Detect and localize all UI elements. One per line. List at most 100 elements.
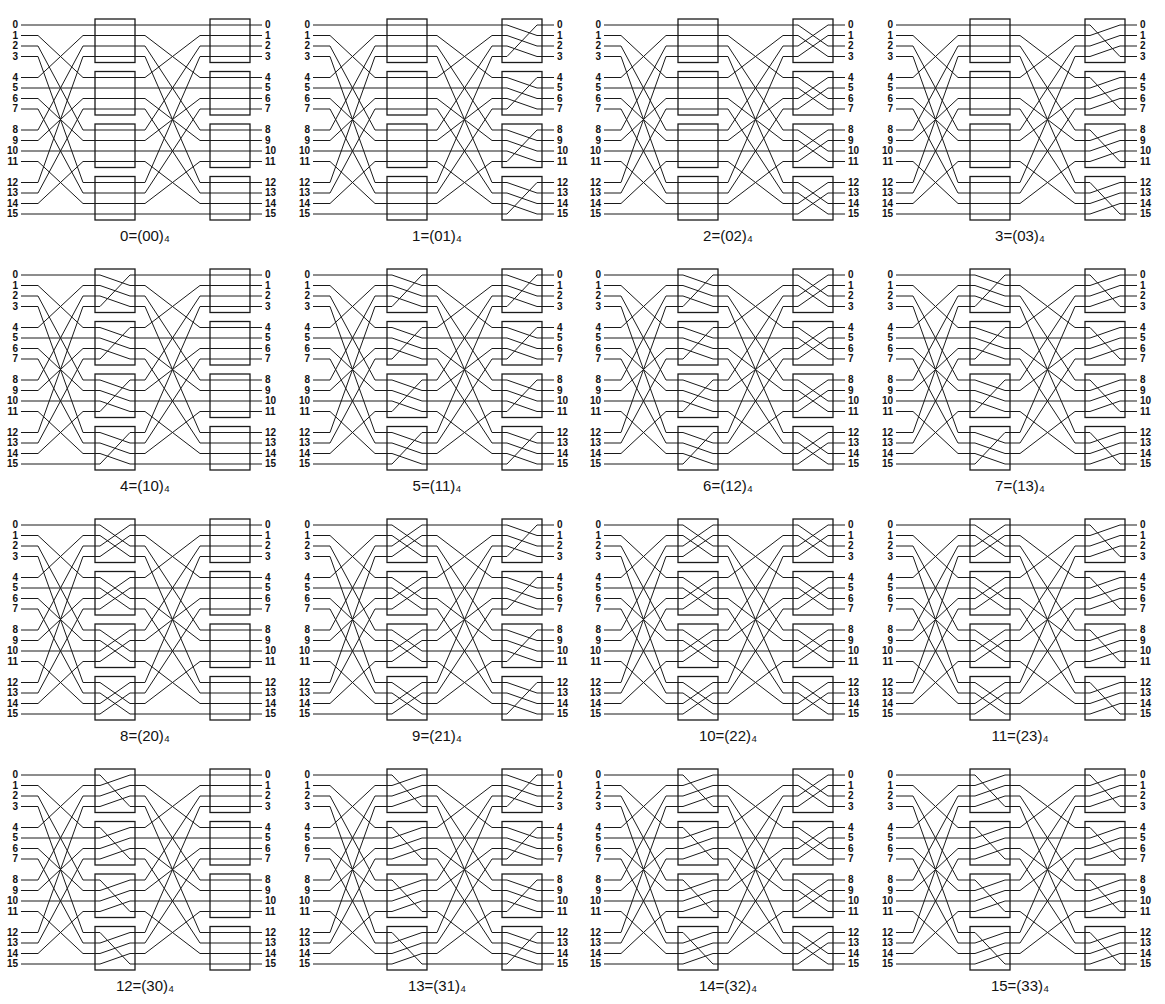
wire (1125, 838, 1137, 839)
port-number: 8 (2, 125, 18, 135)
wire (970, 828, 1010, 860)
switch-box (387, 677, 427, 721)
wire (135, 557, 210, 683)
port-number: 15 (294, 459, 310, 469)
wire (427, 912, 502, 954)
wire (970, 828, 1010, 839)
wire (210, 151, 250, 152)
port-number: 6 (848, 594, 864, 604)
switch-box (678, 427, 718, 471)
port-number: 12 (1140, 428, 1156, 438)
wire (1085, 578, 1125, 610)
port-number: 11 (2, 157, 18, 167)
port-number: 9 (557, 136, 573, 146)
port-number: 6 (557, 594, 573, 604)
wire (1125, 588, 1137, 589)
wire (793, 525, 833, 546)
wire (604, 296, 678, 380)
port-number: 0 (585, 270, 601, 280)
port-number: 1 (294, 281, 310, 291)
wire (21, 588, 95, 589)
wire (95, 775, 135, 807)
wire (21, 464, 95, 465)
wire (896, 401, 970, 402)
wire (313, 99, 387, 141)
switch-box (387, 624, 427, 668)
wire (678, 641, 718, 662)
switch-box (793, 177, 833, 221)
port-number: 10 (1140, 396, 1156, 406)
port-number: 10 (877, 396, 893, 406)
wire (313, 849, 387, 891)
wire (793, 588, 833, 609)
wire (250, 911, 262, 912)
port-number: 11 (877, 157, 893, 167)
wire (250, 932, 262, 933)
switch-box (678, 124, 718, 168)
wire (135, 536, 210, 578)
switch-box (387, 927, 427, 971)
wire (970, 954, 1010, 965)
wire (970, 35, 1010, 36)
wire (387, 56, 427, 57)
port-number: 5 (877, 333, 893, 343)
wire (793, 693, 833, 714)
wire (427, 307, 502, 433)
port-number: 2 (848, 791, 864, 801)
wire (793, 880, 833, 901)
wire (833, 88, 845, 89)
port-number: 0 (2, 20, 18, 30)
wire (833, 859, 845, 860)
wire (896, 99, 970, 141)
wire (250, 785, 262, 786)
port-number: 10 (1140, 146, 1156, 156)
switch-box (970, 269, 1010, 313)
wire (95, 275, 135, 307)
wire (387, 693, 427, 714)
wire (970, 880, 1010, 912)
port-number: 2 (877, 791, 893, 801)
wire (542, 109, 554, 110)
switch-box (970, 72, 1010, 116)
port-number: 9 (877, 136, 893, 146)
port-number: 8 (265, 125, 281, 135)
wire (250, 109, 262, 110)
wire (970, 214, 1010, 215)
port-number: 9 (585, 386, 601, 396)
wire (793, 130, 833, 151)
switch-box (210, 927, 250, 971)
switch-box (502, 427, 542, 471)
wire (1085, 933, 1125, 944)
panel-caption: 9=(21)₄ (357, 728, 517, 743)
port-number: 7 (848, 104, 864, 114)
wire (604, 525, 678, 526)
port-number: 5 (877, 583, 893, 593)
wire (313, 901, 387, 902)
port-number: 10 (2, 646, 18, 656)
wire (970, 380, 1010, 412)
wire (833, 953, 845, 954)
wire (387, 380, 427, 412)
wire (387, 214, 427, 215)
wire (833, 598, 845, 599)
wire (604, 964, 678, 965)
port-number: 13 (1140, 938, 1156, 948)
wire (313, 525, 387, 526)
switch-box (210, 72, 250, 116)
wire (95, 933, 135, 944)
wire (542, 359, 554, 360)
port-number: 5 (2, 333, 18, 343)
port-number: 3 (848, 802, 864, 812)
port-number: 14 (848, 199, 864, 209)
wire (793, 443, 833, 464)
wire (1085, 296, 1125, 307)
switch-box (1085, 427, 1125, 471)
switch-box (793, 124, 833, 168)
wire (387, 525, 427, 546)
wire (1085, 130, 1125, 162)
wire (1085, 599, 1125, 610)
port-number: 10 (585, 146, 601, 156)
wire (313, 964, 387, 965)
wire (604, 807, 678, 933)
